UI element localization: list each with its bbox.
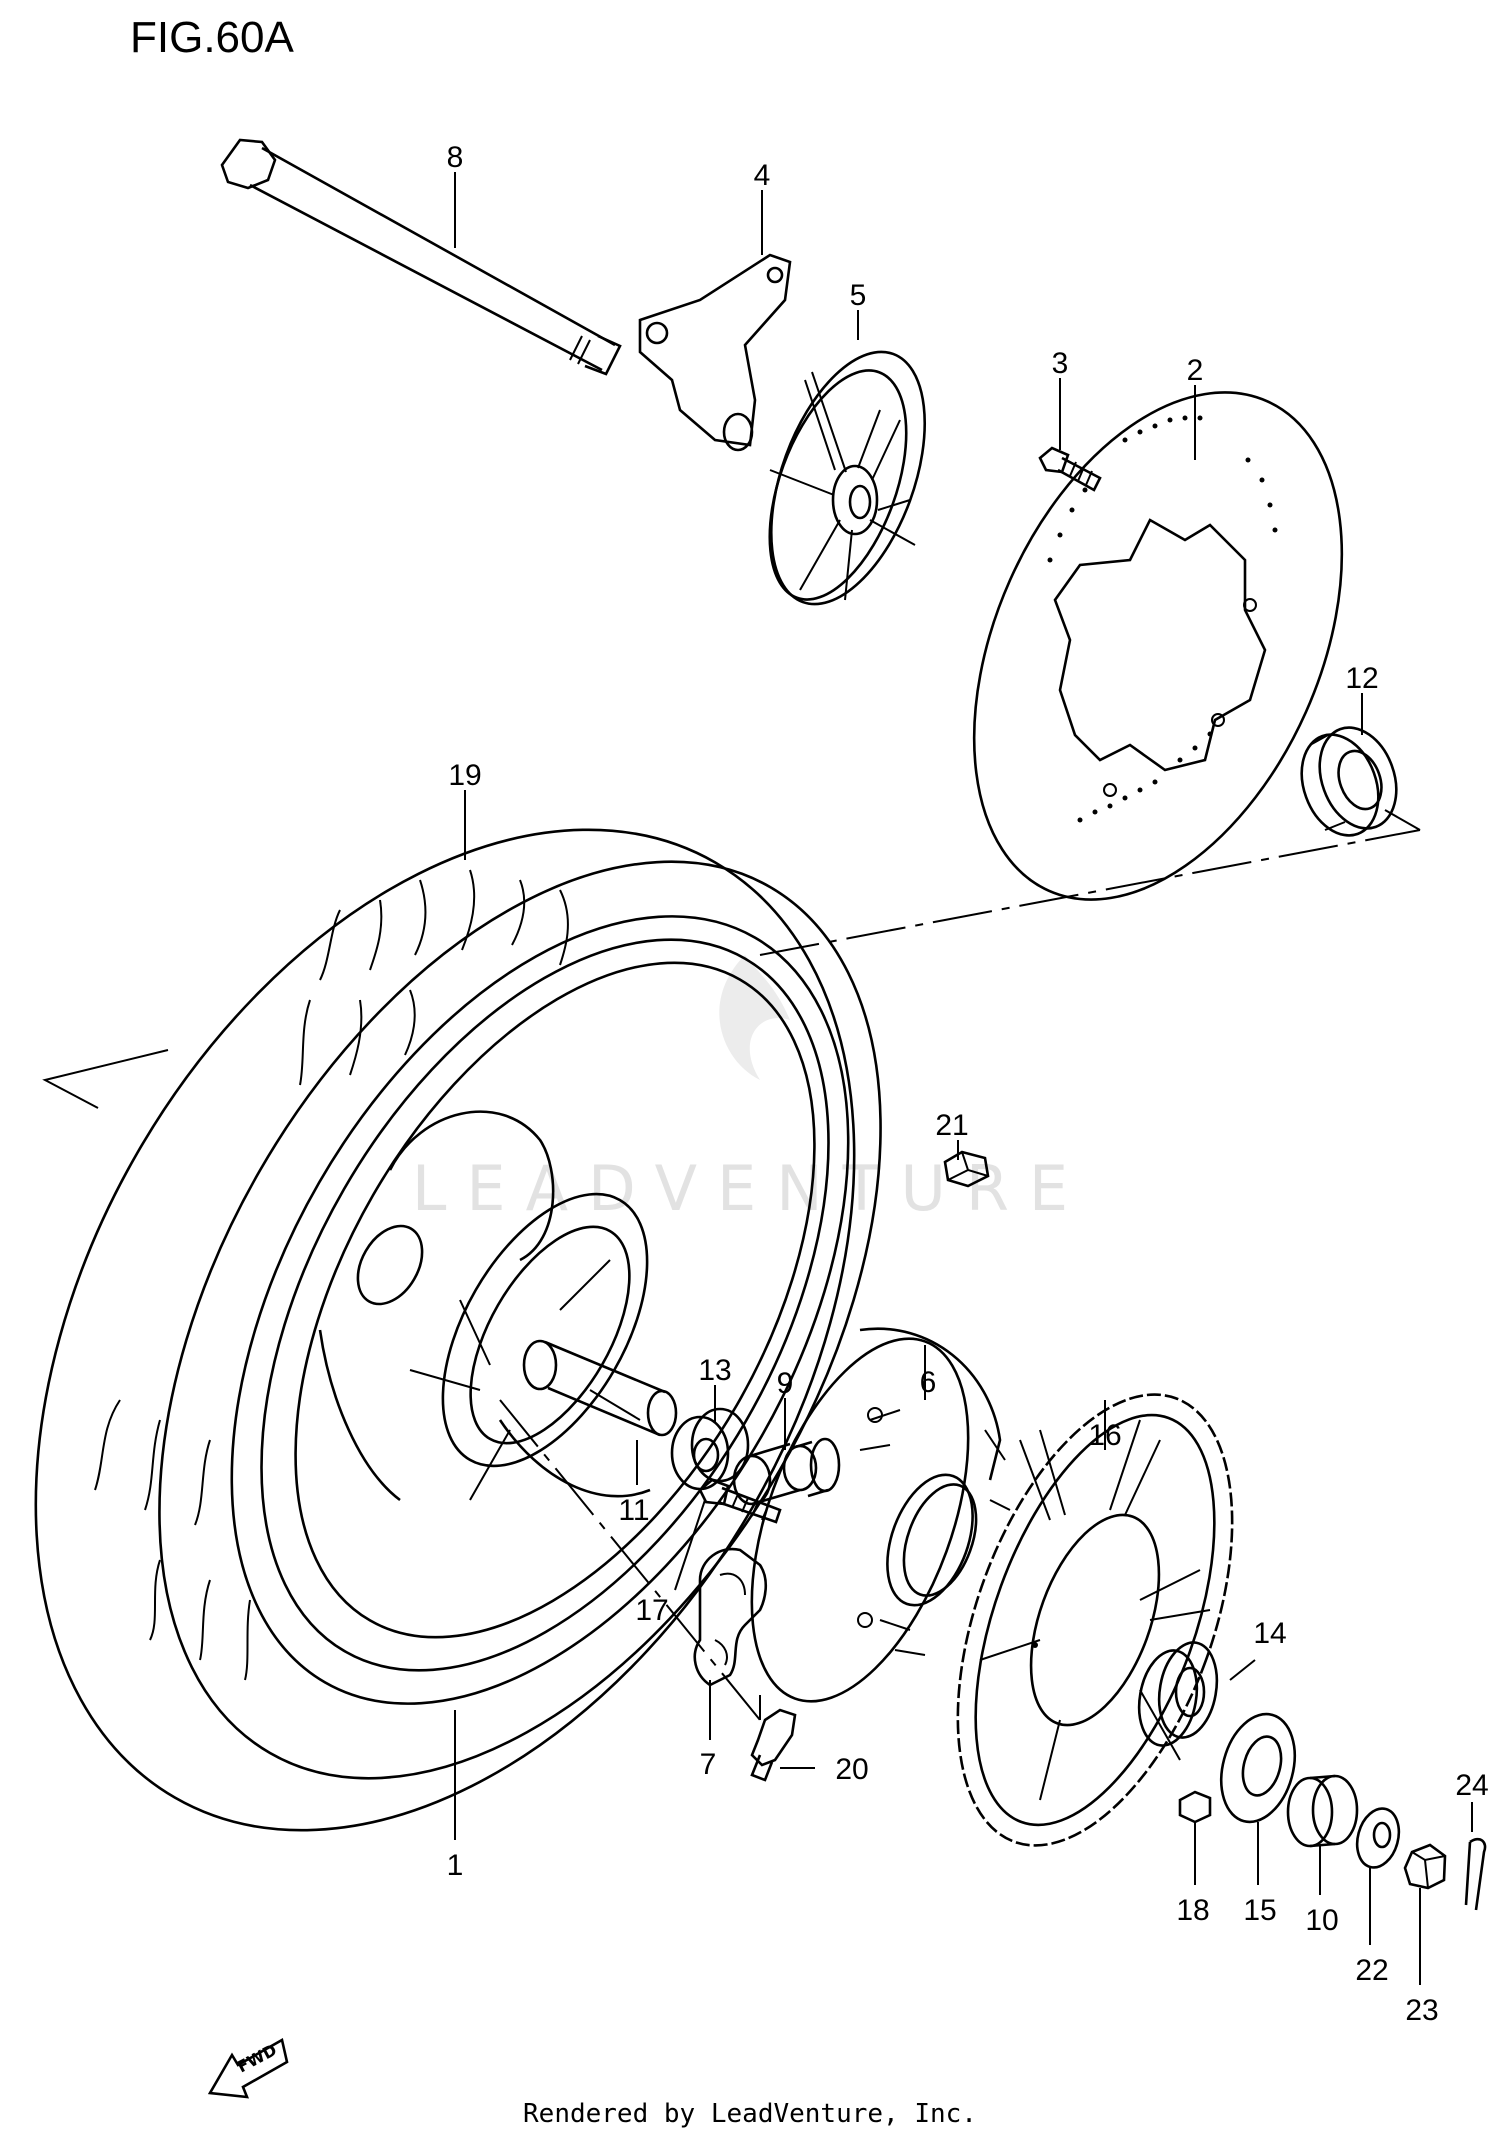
- centerline-tick-right: [1384, 809, 1421, 831]
- centerline-marker-left: [42, 1049, 169, 1109]
- callout-4: 4: [754, 159, 771, 192]
- caliper-bracket: [638, 253, 792, 452]
- callout-7: 7: [700, 1748, 717, 1781]
- callout-6: 6: [920, 1366, 937, 1399]
- wheel-collar: [1286, 1774, 1359, 1848]
- callout-20: 20: [835, 1753, 868, 1786]
- sprocket: [956, 1393, 1234, 1847]
- callout-9: 9: [777, 1367, 794, 1400]
- centerline-valve: [499, 1399, 761, 1721]
- valve-stem: [750, 1708, 797, 1782]
- sprocket-hub: [750, 1327, 1011, 1703]
- rim: [230, 915, 850, 1705]
- callout-24: 24: [1455, 1769, 1488, 1802]
- callout-17: 17: [635, 1594, 668, 1627]
- callout-8: 8: [447, 141, 464, 174]
- callout-labels: 8 4 5 3 2 12 19 21 13 9 6 16 11 14 17 7 …: [447, 141, 1489, 2027]
- axle: [220, 138, 622, 376]
- callout-16: 16: [1088, 1419, 1121, 1452]
- fwd-arrow-icon: FWD: [207, 2038, 289, 2099]
- sprocket-bearing: [1137, 1641, 1219, 1747]
- callout-12: 12: [1345, 662, 1378, 695]
- callout-1: 1: [447, 1849, 464, 1882]
- callout-2: 2: [1187, 354, 1204, 387]
- balance-weight: [943, 1150, 990, 1188]
- collar: [732, 1437, 841, 1506]
- callout-19: 19: [448, 759, 481, 792]
- callout-22: 22: [1355, 1954, 1388, 1987]
- callout-5: 5: [850, 279, 867, 312]
- brake-disc: [972, 391, 1344, 901]
- callout-18: 18: [1176, 1894, 1209, 1927]
- callout-3: 3: [1052, 347, 1069, 380]
- callout-15: 15: [1243, 1894, 1276, 1927]
- figure-title: FIG.60A: [130, 13, 294, 62]
- callout-14: 14: [1253, 1617, 1286, 1650]
- watermark: LEADVENTURE: [412, 955, 1088, 1225]
- centerline-disc: [759, 829, 1421, 956]
- cotter-pin: [1464, 1837, 1487, 1911]
- washer: [1355, 1807, 1401, 1869]
- hub-cover: [768, 350, 927, 606]
- watermark-text: LEADVENTURE: [412, 1152, 1088, 1225]
- spacer-tube: [522, 1339, 678, 1437]
- sprocket-nut: [1178, 1790, 1212, 1824]
- callout-11: 11: [618, 1494, 649, 1527]
- bearing-right: [1300, 726, 1398, 837]
- callout-10: 10: [1305, 1904, 1338, 1937]
- callout-13: 13: [698, 1354, 731, 1387]
- castle-nut: [1403, 1843, 1447, 1890]
- tire: [34, 828, 882, 1832]
- callout-21: 21: [935, 1109, 968, 1142]
- leader-lines: [454, 172, 1473, 1985]
- disc-bolt: [1038, 446, 1102, 492]
- callout-23: 23: [1405, 1994, 1438, 2027]
- footer-credit: Rendered by LeadVenture, Inc.: [523, 2099, 977, 2129]
- oil-seal: [1220, 1712, 1296, 1824]
